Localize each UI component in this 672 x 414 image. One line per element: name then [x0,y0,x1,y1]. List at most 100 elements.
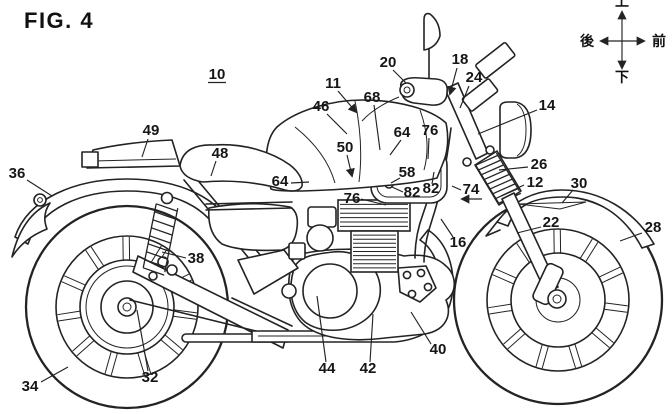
frame-rail [205,201,293,205]
ref-label-32: 32 [142,369,159,386]
leader-line [447,67,458,96]
leader-line [290,181,310,184]
clamp-bolt [485,145,495,155]
leader-line [410,311,432,345]
compass-up-label: 上 [615,0,629,10]
leader-line [477,109,538,135]
leader-line [427,137,430,160]
ref-label-76: 76 [422,122,439,139]
ref-label-44: 44 [319,360,336,377]
ref-label-48: 48 [212,145,229,162]
leader-line [40,366,69,383]
rear-axle [117,297,137,317]
front-wheel [452,194,664,406]
ref-label-10: 10 [209,66,226,83]
leader-line [440,218,454,238]
ref-label-58: 58 [399,164,416,181]
ref-label-76: 76 [344,190,361,207]
carb-bowl [306,224,334,252]
leader-line [345,154,355,178]
leader-line [431,171,435,185]
ref-label-82: 82 [404,184,421,201]
ref-label-82: 82 [423,180,440,197]
cylinder-head-fins [337,199,411,232]
shock-top-mount [160,191,174,205]
leader-line [391,186,404,193]
leader-line [459,85,470,109]
bracket [288,242,306,260]
ref-label-11: 11 [325,75,341,92]
ref-label-28: 28 [645,219,662,236]
ref-label-30: 30 [571,175,588,192]
leader-line [141,138,149,158]
leader-line [498,166,529,171]
leader-line [390,177,401,184]
seat-assembly [81,139,303,192]
ref-label-24: 24 [466,69,483,86]
leader-line [392,69,407,84]
leader-line [369,313,374,363]
leader-line [451,185,462,191]
cylinder-fins [350,230,399,273]
leader-line [373,104,381,151]
leader-line [500,184,525,197]
mirror [423,12,441,51]
ref-label-36: 36 [9,165,26,182]
leader-line [326,113,348,135]
ref-label-18: 18 [452,51,469,68]
fork-lower-tube [501,192,559,294]
bar-end [399,82,415,98]
tail-mudflap [11,202,51,258]
turn-signal [475,42,516,79]
tail-light [33,193,47,207]
leader-line [26,179,53,197]
leader-line [210,160,217,177]
rear-wheel [24,204,230,410]
front-axle [547,289,567,309]
ref-label-42: 42 [360,360,377,377]
ref-label-34: 34 [22,378,39,395]
fender-seam [517,201,587,210]
leader-line [316,295,327,363]
compass-down-label: 下 [615,70,629,86]
ref-label-64: 64 [394,124,411,141]
ref-label-64: 64 [272,173,289,190]
compass-rear-label: 後 [580,33,595,50]
front-spokes [488,229,628,369]
front-fender [485,189,655,249]
fender-tip [485,221,501,237]
ref-label-40: 40 [430,341,447,358]
leader-line [360,198,387,206]
carburetor [307,206,337,228]
engine [231,199,456,341]
ref-label-46: 46 [313,98,330,115]
ref-label-38: 38 [188,250,205,267]
ref-label-50: 50 [337,139,354,156]
ref-label-20: 20 [380,54,397,71]
throttle-cable [361,96,400,122]
carrier-box [81,151,99,168]
direction-compass: 上 下 後 前 [580,0,666,86]
fork-bottom [532,262,564,306]
headlight-bracket [461,78,499,112]
ref-label-74: 74 [463,181,480,198]
ref-label-22: 22 [543,214,560,231]
seat [179,143,303,192]
compass-front-label: 前 [652,33,666,50]
rear-carrier [86,139,181,169]
rear-fender [11,178,236,258]
pivot-bolt [281,283,297,299]
shock-spring [142,203,179,276]
ref-label-14: 14 [539,97,556,114]
leader-line [337,90,358,114]
figure-title: FIG. 4 [24,8,94,33]
ref-label-68: 68 [364,89,381,106]
leader-line [161,251,187,259]
leader-line [389,139,402,156]
brake-pedal [231,297,293,327]
clutch-cover-circle [302,263,358,319]
frame-gusset [237,249,299,295]
